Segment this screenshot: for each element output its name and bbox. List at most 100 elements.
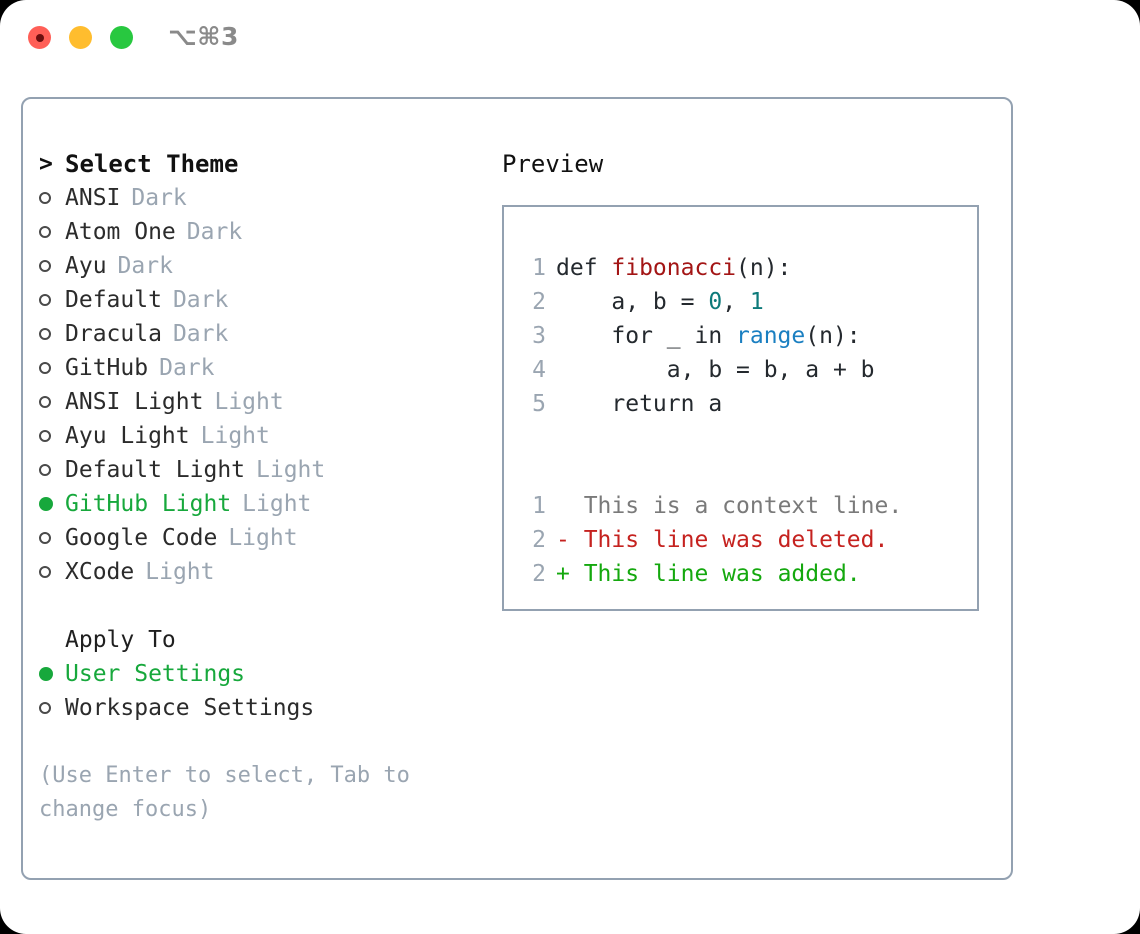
maximize-button[interactable] [110, 26, 133, 49]
theme-option-tag: Light [200, 423, 270, 449]
title-bar: ⌥⌘3 [0, 0, 1140, 78]
diff-line-context: 1 This is a context line. [518, 489, 971, 523]
diff-content: This line was deleted. [569, 527, 889, 553]
theme-option-label: Ayu Light [65, 423, 190, 449]
radio-selected-icon[interactable] [39, 497, 65, 511]
preview-column: Preview [502, 147, 982, 181]
select-theme-heading-label: Select Theme [65, 150, 239, 178]
radio-selected-icon[interactable] [39, 667, 65, 681]
theme-option-google-code-light[interactable]: Google Code Light [39, 521, 479, 555]
theme-picker-column: > Select Theme ANSI Dark Atom One Dark A… [39, 147, 479, 725]
theme-option-tag: Dark [172, 321, 229, 347]
radio-unselected-icon[interactable] [39, 226, 65, 238]
theme-option-label: GitHub Light [65, 491, 232, 517]
theme-option-ayu-light[interactable]: Ayu Light Light [39, 419, 479, 453]
apply-to-heading: Apply To [39, 623, 479, 657]
theme-option-label: ANSI Light [65, 389, 204, 415]
theme-option-label: ANSI [65, 185, 121, 211]
code-content: def fibonacci(n): [556, 255, 792, 281]
close-button[interactable] [28, 26, 51, 49]
diff-line-deleted: 2 - This line was deleted. [518, 523, 971, 557]
code-line: 5 return a [518, 387, 971, 421]
theme-option-label: Ayu [65, 253, 107, 279]
apply-to-option-label: User Settings [65, 661, 246, 687]
theme-option-ayu-dark[interactable]: Ayu Dark [39, 249, 479, 283]
theme-option-label: Default Light [65, 457, 246, 483]
radio-unselected-icon[interactable] [39, 192, 65, 204]
radio-unselected-icon[interactable] [39, 260, 65, 272]
theme-option-default-light[interactable]: Default Light Light [39, 453, 479, 487]
line-number: 2 [532, 527, 546, 553]
radio-unselected-icon[interactable] [39, 396, 65, 408]
code-line: 1 def fibonacci(n): [518, 251, 971, 285]
line-number: 2 [532, 289, 546, 315]
line-number: 3 [532, 323, 546, 349]
theme-option-label: Atom One [65, 219, 176, 245]
code-preview: 1 def fibonacci(n): 2 a, b = 0, 1 3 for … [518, 251, 971, 591]
line-number: 5 [532, 391, 546, 417]
diff-sign: - [556, 527, 570, 553]
diff-sign: + [556, 561, 570, 587]
theme-option-tag: Dark [131, 185, 187, 211]
code-blank-line [518, 421, 971, 455]
theme-option-github-light[interactable]: GitHub Light Light [39, 487, 479, 521]
window-controls [28, 26, 133, 49]
radio-unselected-icon[interactable] [39, 294, 65, 306]
apply-to-workspace-settings[interactable]: Workspace Settings [39, 691, 479, 725]
code-content: for _ in range(n): [556, 323, 861, 349]
line-number: 4 [532, 357, 546, 383]
settings-panel: > Select Theme ANSI Dark Atom One Dark A… [21, 97, 1013, 880]
diff-sign [556, 489, 570, 523]
code-line: 2 a, b = 0, 1 [518, 285, 971, 319]
diff-line-added: 2 + This line was added. [518, 557, 971, 591]
preview-title: Preview [502, 150, 604, 178]
theme-option-label: Google Code [65, 525, 218, 551]
apply-to-heading-label: Apply To [65, 627, 176, 653]
theme-option-label: Default [65, 287, 162, 313]
theme-option-label: GitHub [65, 355, 149, 381]
code-line: 3 for _ in range(n): [518, 319, 971, 353]
code-line: 4 a, b = b, a + b [518, 353, 971, 387]
minimize-button[interactable] [69, 26, 92, 49]
preview-box: 1 def fibonacci(n): 2 a, b = 0, 1 3 for … [502, 205, 979, 611]
code-content: a, b = 0, 1 [556, 289, 764, 315]
theme-option-tag: Light [256, 457, 326, 483]
theme-option-default-dark[interactable]: Default Dark [39, 283, 479, 317]
caret-icon: > [39, 151, 53, 177]
diff-content: This is a context line. [569, 493, 903, 519]
theme-option-xcode-light[interactable]: XCode Light [39, 555, 479, 589]
apply-to-user-settings[interactable]: User Settings [39, 657, 479, 691]
radio-unselected-icon[interactable] [39, 464, 65, 476]
radio-unselected-icon[interactable] [39, 532, 65, 544]
line-number: 1 [532, 255, 546, 281]
line-number: 1 [532, 493, 546, 519]
theme-option-label: XCode [65, 559, 135, 585]
radio-unselected-icon[interactable] [39, 702, 65, 714]
code-content: return a [556, 391, 723, 417]
theme-option-tag: Dark [186, 219, 243, 245]
theme-option-ansi-dark[interactable]: ANSI Dark [39, 181, 479, 215]
code-blank-line [518, 455, 971, 489]
radio-unselected-icon[interactable] [39, 362, 65, 374]
apply-to-option-label: Workspace Settings [65, 695, 315, 721]
radio-unselected-icon[interactable] [39, 328, 65, 340]
theme-option-ansi-light[interactable]: ANSI Light Light [39, 385, 479, 419]
theme-option-tag: Light [242, 491, 312, 517]
keyboard-shortcut-label: ⌥⌘3 [168, 22, 239, 51]
theme-option-tag: Dark [159, 355, 215, 381]
theme-option-atom-one-dark[interactable]: Atom One Dark [39, 215, 479, 249]
theme-option-label: Dracula [65, 321, 162, 347]
theme-option-github-dark[interactable]: GitHub Dark [39, 351, 479, 385]
diff-content: This line was added. [569, 561, 861, 587]
theme-option-tag: Light [145, 559, 215, 585]
theme-option-tag: Light [214, 389, 284, 415]
theme-option-tag: Light [228, 525, 298, 551]
radio-unselected-icon[interactable] [39, 430, 65, 442]
radio-unselected-icon[interactable] [39, 566, 65, 578]
theme-option-dracula-dark[interactable]: Dracula Dark [39, 317, 479, 351]
select-theme-heading: > Select Theme [39, 147, 479, 181]
theme-option-tag: Dark [117, 253, 173, 279]
theme-option-tag: Dark [172, 287, 229, 313]
line-number: 2 [532, 561, 546, 587]
